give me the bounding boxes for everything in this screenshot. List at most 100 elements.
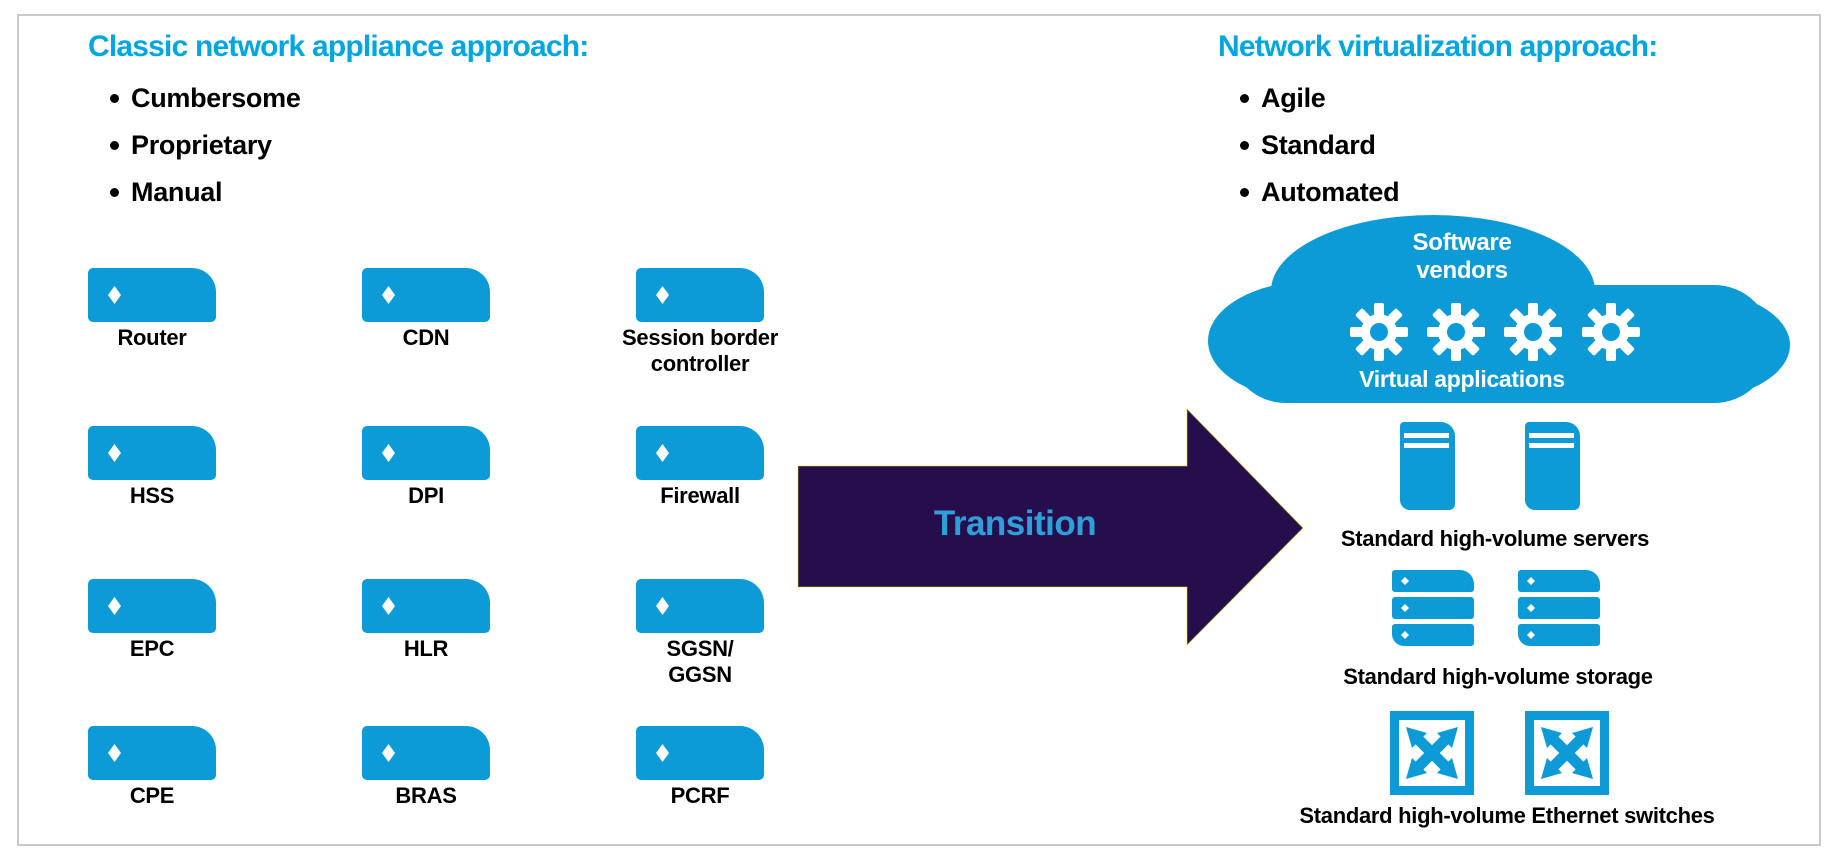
appliance-label: DPI: [408, 483, 444, 508]
diamond-led-icon: [656, 286, 669, 304]
diamond-led-icon: [108, 597, 121, 615]
storage-shelf: [1392, 597, 1474, 619]
storage-shelf: [1518, 624, 1600, 646]
bullet-item: Proprietary: [110, 129, 301, 176]
virtual-applications-label: Virtual applications: [1359, 366, 1565, 392]
diamond-led-icon: [656, 744, 669, 762]
bullet-label: Manual: [131, 177, 223, 207]
storage-dot-icon: [1527, 577, 1535, 585]
storage-array-icon: [1518, 570, 1600, 646]
gear-icon: [1350, 303, 1408, 361]
storage-dot-icon: [1527, 631, 1535, 639]
classic-approach-heading: Classic network appliance approach:: [88, 30, 589, 63]
bullet-dot-icon: [110, 141, 119, 150]
ethernet-switch-icon: [1390, 711, 1474, 795]
appliance-dpi: DPI: [362, 426, 490, 508]
bullet-dot-icon: [110, 188, 119, 197]
software-vendors-label: Software vendors: [1412, 229, 1512, 284]
bullet-dot-icon: [1240, 141, 1249, 150]
network-appliance-icon: [636, 268, 764, 322]
storage-label: Standard high-volume storage: [1343, 664, 1653, 689]
diamond-led-icon: [382, 744, 395, 762]
cloud-icon: [1208, 215, 1790, 403]
storage-dot-icon: [1401, 604, 1409, 612]
diamond-led-icon: [108, 444, 121, 462]
server-stripe: [1529, 433, 1574, 438]
diamond-led-icon: [108, 286, 121, 304]
appliance-epc: EPC: [88, 579, 216, 661]
ethernet-switch-icon: [1525, 711, 1609, 795]
storage-shelf: [1392, 624, 1474, 646]
transition-label: Transition: [933, 504, 1097, 543]
gear-icon: [1582, 303, 1640, 361]
server-tower-icon: [1525, 422, 1580, 510]
network-appliance-icon: [636, 579, 764, 633]
appliance-label: HSS: [129, 483, 175, 508]
appliance-label: EPC: [129, 636, 175, 661]
diamond-led-icon: [382, 444, 395, 462]
network-appliance-icon: [88, 726, 216, 780]
bullet-label: Agile: [1261, 83, 1326, 113]
server-stripe: [1529, 443, 1574, 448]
bullet-item: Automated: [1240, 176, 1400, 223]
appliance-cdn: CDN: [362, 268, 490, 350]
appliance-firewall: Firewall: [636, 426, 764, 508]
transition-arrow-icon: [797, 407, 1304, 647]
gear-icon: [1427, 303, 1485, 361]
gear-icon: [1504, 303, 1562, 361]
bullet-label: Automated: [1261, 177, 1400, 207]
bullet-item: Agile: [1240, 82, 1399, 129]
bullet-label: Cumbersome: [131, 83, 301, 113]
network-appliance-icon: [88, 426, 216, 480]
storage-shelf: [1392, 570, 1474, 592]
network-appliance-icon: [636, 426, 764, 480]
appliance-label: Session border controller: [622, 325, 778, 376]
network-appliance-icon: [362, 726, 490, 780]
network-appliance-icon: [362, 268, 490, 322]
bullet-dot-icon: [110, 94, 119, 103]
appliance-sgsn-ggsn: SGSN/ GGSN: [636, 579, 764, 687]
appliance-router: Router: [88, 268, 216, 350]
server-stripe: [1404, 433, 1449, 438]
appliance-label: Firewall: [660, 483, 740, 508]
switches-label: Standard high-volume Ethernet switches: [1299, 803, 1715, 828]
storage-array-icon: [1392, 570, 1474, 646]
diagram-border: [17, 14, 1821, 846]
appliance-pcrf: PCRF: [636, 726, 764, 808]
appliance-label: CPE: [129, 783, 175, 808]
appliance-hss: HSS: [88, 426, 216, 508]
appliance-label: SGSN/ GGSN: [666, 636, 734, 687]
network-appliance-icon: [636, 726, 764, 780]
network-appliance-icon: [88, 579, 216, 633]
diamond-led-icon: [656, 597, 669, 615]
network-appliance-icon: [362, 579, 490, 633]
diamond-led-icon: [656, 444, 669, 462]
storage-dot-icon: [1527, 604, 1535, 612]
storage-dot-icon: [1401, 631, 1409, 639]
server-tower-icon: [1400, 422, 1455, 510]
servers-label: Standard high-volume servers: [1340, 526, 1650, 551]
diamond-led-icon: [108, 744, 121, 762]
appliance-bras: BRAS: [362, 726, 490, 808]
storage-shelf: [1518, 570, 1600, 592]
storage-shelf: [1518, 597, 1600, 619]
server-stripe: [1404, 443, 1449, 448]
network-appliance-icon: [88, 268, 216, 322]
network-appliance-icon: [362, 426, 490, 480]
bullet-label: Proprietary: [131, 130, 272, 160]
appliance-label: BRAS: [395, 783, 457, 808]
appliance-label: PCRF: [670, 783, 730, 808]
bullet-item: Manual: [110, 176, 301, 223]
diamond-led-icon: [382, 597, 395, 615]
bullet-item: Standard: [1240, 129, 1399, 176]
appliance-label: Router: [117, 325, 187, 350]
classic-approach-bullets: Cumbersome Proprietary Manual: [110, 82, 301, 223]
virtualization-approach-heading: Network virtualization approach:: [1218, 30, 1658, 63]
appliance-cpe: CPE: [88, 726, 216, 808]
appliance-session-border-controller: Session border controller: [622, 268, 778, 376]
bullet-label: Standard: [1261, 130, 1376, 160]
appliance-label: CDN: [402, 325, 450, 350]
bullet-dot-icon: [1240, 188, 1249, 197]
diamond-led-icon: [382, 286, 395, 304]
